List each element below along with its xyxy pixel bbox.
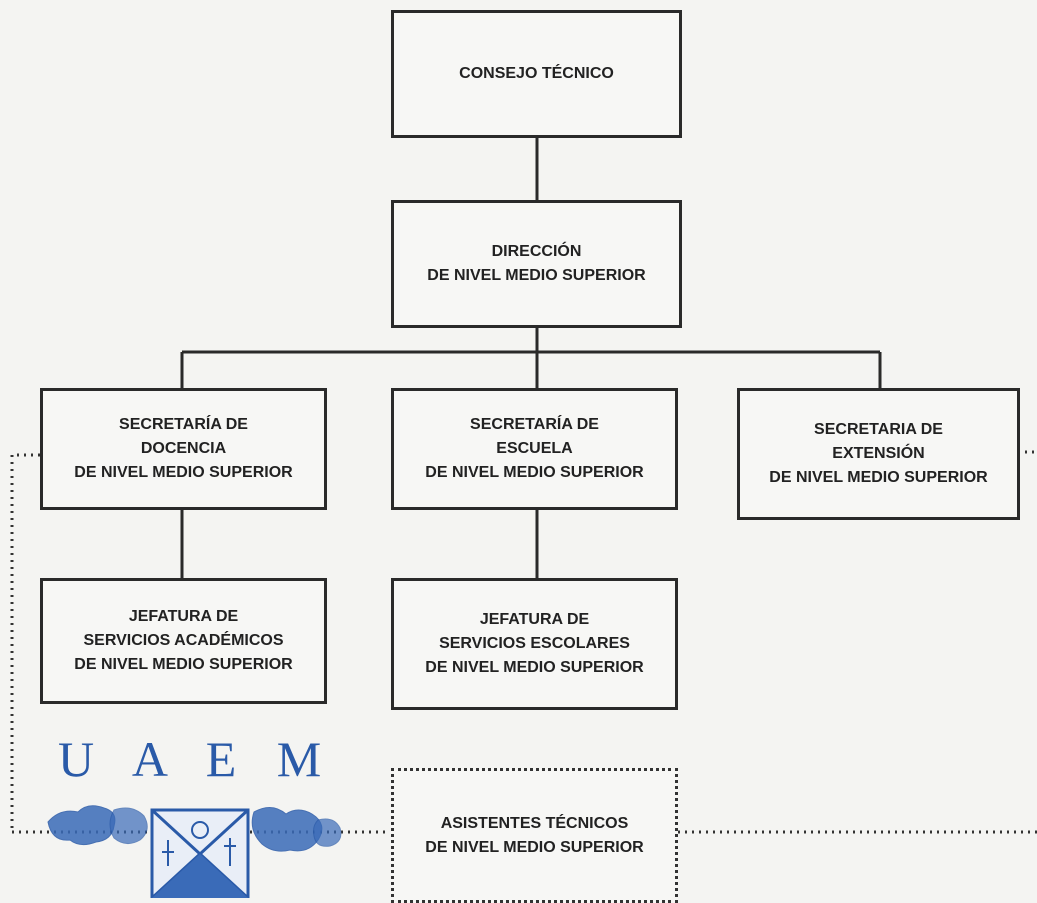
secretaria-extension-line-3: DE NIVEL MEDIO SUPERIOR (769, 469, 988, 486)
asistentes-tecnicos-box: ASISTENTES TÉCNICOS DE NIVEL MEDIO SUPER… (391, 768, 678, 903)
secretaria-escuela-line-1: SECRETARÍA DE (470, 416, 599, 433)
jefatura-academicos-line-3: DE NIVEL MEDIO SUPERIOR (74, 656, 293, 673)
uaem-logo-text: U A E M (58, 731, 336, 787)
secretaria-escuela-box: SECRETARÍA DE ESCUELA DE NIVEL MEDIO SUP… (391, 388, 678, 510)
jefatura-escolares-line-2: SERVICIOS ESCOLARES (439, 635, 630, 652)
direccion-label-line-2: DE NIVEL MEDIO SUPERIOR (427, 267, 646, 284)
secretaria-docencia-line-3: DE NIVEL MEDIO SUPERIOR (74, 464, 293, 481)
secretaria-docencia-line-1: SECRETARÍA DE (119, 416, 248, 433)
secretaria-escuela-line-3: DE NIVEL MEDIO SUPERIOR (425, 464, 644, 481)
secretaria-docencia-line-2: DOCENCIA (140, 440, 227, 457)
secretaria-extension-box: SECRETARIA DE EXTENSIÓN DE NIVEL MEDIO S… (737, 388, 1020, 520)
jefatura-academicos-line-2: SERVICIOS ACADÉMICOS (83, 632, 284, 649)
secretaria-extension-line-1: SECRETARIA DE (814, 421, 943, 438)
jefatura-escolares-line-1: JEFATURA DE (479, 611, 590, 628)
secretaria-extension-line-2: EXTENSIÓN (832, 445, 925, 462)
jefatura-escolares-box: JEFATURA DE SERVICIOS ESCOLARES DE NIVEL… (391, 578, 678, 710)
uaem-seal-logo (47, 805, 342, 898)
asistentes-tecnicos-line-1: ASISTENTES TÉCNICOS (440, 814, 629, 832)
secretaria-escuela-line-2: ESCUELA (496, 440, 573, 457)
direccion-label-line-1: DIRECCIÓN (491, 243, 582, 260)
asistentes-tecnicos-line-2: DE NIVEL MEDIO SUPERIOR (425, 838, 644, 856)
jefatura-academicos-box: JEFATURA DE SERVICIOS ACADÉMICOS DE NIVE… (40, 578, 327, 704)
jefatura-escolares-line-3: DE NIVEL MEDIO SUPERIOR (425, 659, 644, 676)
consejo-tecnico-box: CONSEJO TÉCNICO (391, 10, 682, 138)
direccion-box: DIRECCIÓN DE NIVEL MEDIO SUPERIOR (391, 200, 682, 328)
secretaria-docencia-box: SECRETARÍA DE DOCENCIA DE NIVEL MEDIO SU… (40, 388, 327, 510)
jefatura-academicos-line-1: JEFATURA DE (128, 608, 239, 625)
consejo-tecnico-label: CONSEJO TÉCNICO (459, 65, 614, 82)
